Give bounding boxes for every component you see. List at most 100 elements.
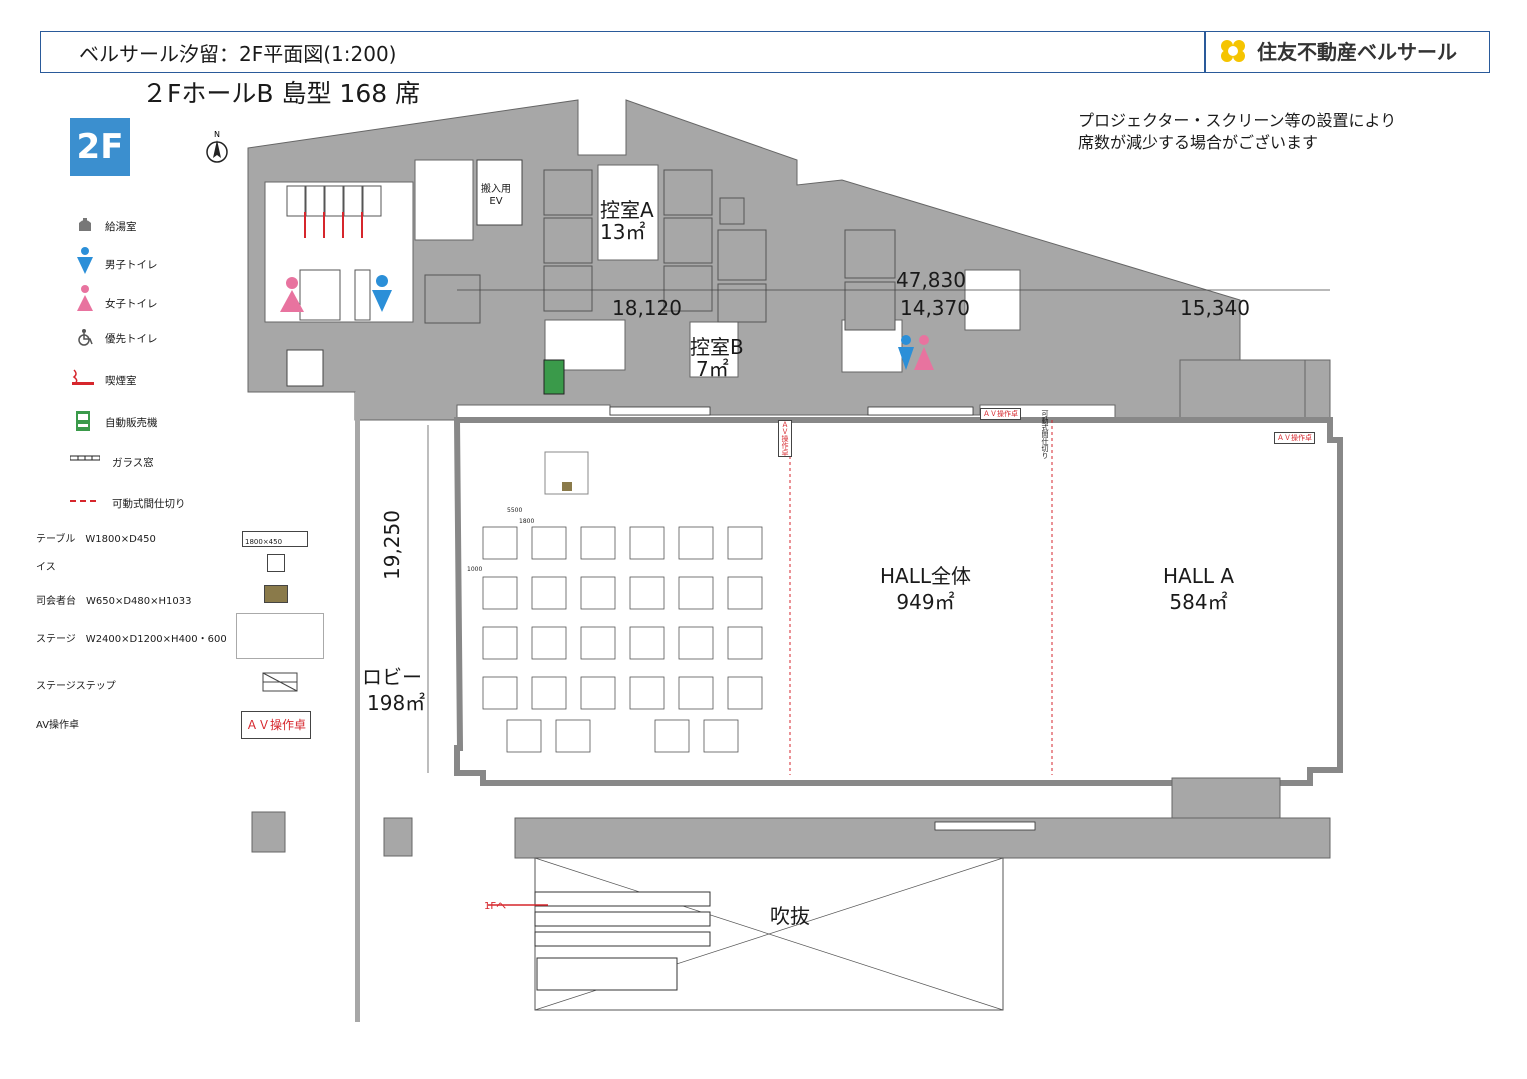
legend-glass-window: ガラス窓 (112, 457, 154, 469)
dim-row-spacing: 5500 (507, 507, 523, 514)
stair-block (414, 159, 474, 241)
notice-line-1: プロジェクター・スクリーン等の設置により (1078, 111, 1397, 130)
restroom-partitions (304, 212, 363, 238)
table-sample: 1800×450 (242, 531, 308, 547)
header-bar: ベルサール汐留：2F平面図(1:200) 住友不動産ベルサール (40, 31, 1490, 73)
av-desk-1: ＡＶ操作卓 (980, 408, 1021, 420)
legend-stage: ステージ W2400×D1200×H400・600 (36, 634, 227, 645)
waiting-a-label: 控室A 13㎡ (600, 199, 654, 243)
dim-hall-b: 18,120 (612, 296, 682, 320)
waiting-b-area: 7㎡ (696, 357, 729, 381)
legend-partition: 可動式間仕切り (112, 498, 186, 510)
south-east-block (1171, 777, 1281, 819)
mens-toilet-marker-2 (898, 335, 914, 370)
legend-mens-toilet: 男子トイレ (105, 259, 158, 271)
glass-windows (609, 406, 1036, 831)
hall-a-name: HALL A (1163, 564, 1235, 588)
brand-logo: 住友不動産ベルサール (1217, 36, 1457, 65)
waiting-b-name: 控室B (690, 335, 744, 359)
legend-smoking: 喫煙室 (105, 375, 137, 387)
kitchen-block (841, 319, 903, 373)
hall-all-name: HALL全体 (880, 564, 972, 588)
dim-hall-depth: 19,250 (380, 510, 404, 580)
legend-priority-toilet: 優先トイレ (105, 333, 158, 345)
compass-icon: N (206, 130, 228, 163)
page-title: ベルサール汐留：2F平面図(1:200) (79, 42, 397, 66)
flower-logo-icon (1221, 39, 1245, 62)
kitchen-icon (79, 218, 91, 231)
brand-name: 住友不動産ベルサール (1257, 40, 1457, 64)
freight-ev-label-1: 搬入用 (481, 184, 511, 195)
partition-note: 可動式間仕切り (1041, 410, 1049, 459)
atrium (534, 857, 1004, 1011)
waiting-b-label: 控室B 7㎡ (690, 336, 744, 380)
hall-all-label: HALL全体 949㎡ (880, 563, 971, 615)
header-divider (1204, 32, 1206, 72)
stage (544, 451, 589, 495)
layout-subtitle: ２FホールB 島型 168 席 (142, 79, 421, 108)
av-desk-sample-label: ＡＶ操作卓 (245, 718, 306, 732)
hall-a-area: 584㎡ (1169, 590, 1228, 614)
lobby-label: ロビー 198㎡ (362, 664, 425, 716)
notice-line-2: 席数が減少する場合がございます (1078, 133, 1319, 152)
vending-machine-icon (76, 411, 90, 431)
hall-a-label: HALL A 584㎡ (1163, 563, 1234, 615)
east-room (1179, 359, 1306, 419)
womens-toilet-marker-1 (280, 277, 304, 312)
toilet-stalls (286, 185, 382, 321)
dim-hall-mid: 14,370 (900, 296, 970, 320)
to-1f-label: 1Fへ (484, 901, 507, 912)
mens-toilet-icon (77, 247, 93, 274)
partition-icon (70, 500, 100, 502)
legend-av-desk: AV操作卓 (36, 720, 80, 731)
dim-table-width: 1800 (519, 518, 535, 525)
av-desk-3: ＡＶ操作卓 (778, 420, 792, 457)
stage-step-icon (262, 672, 298, 692)
legend-podium: 司会者台 W650×D480×H1033 (36, 596, 192, 607)
chair-sample (267, 554, 285, 572)
dim-hall-a: 15,340 (1180, 296, 1250, 320)
notice-text: プロジェクター・スクリーン等の設置により 席数が減少する場合がございます (1078, 110, 1396, 154)
freight-ev-label: 搬入用 EV (481, 184, 511, 208)
womens-toilet-icon (77, 285, 93, 311)
waiting-a-name: 控室A (600, 198, 654, 222)
compass-label: N (214, 130, 220, 139)
dim-aisle: 1000 (467, 566, 483, 573)
lobby-area: 198㎡ (367, 691, 426, 715)
glass-window-icon (70, 455, 100, 461)
lobby-outline (355, 392, 360, 1022)
podium (562, 482, 572, 491)
right-stair-block (964, 269, 1021, 331)
seating-tables (482, 526, 763, 753)
wheelchair-toilet-sign (286, 349, 324, 387)
lobby-name: ロビー (362, 665, 422, 689)
pillar-1 (383, 817, 413, 857)
legend-kitchen: 給湯室 (105, 221, 137, 233)
smoking-icon (72, 369, 94, 385)
smoking-room (544, 319, 626, 371)
atrium-label: 吹抜 (770, 904, 810, 928)
av-desk-2: ＡＶ操作卓 (1274, 432, 1315, 444)
hall-all-area: 949㎡ (896, 590, 955, 614)
legend-womens-toilet: 女子トイレ (105, 298, 158, 310)
av-desk-sample: ＡＶ操作卓 (241, 711, 311, 739)
womens-toilet-marker-2 (914, 335, 934, 370)
restroom-block (264, 181, 414, 323)
legend-table: テーブル W1800×D450 (36, 534, 156, 545)
freight-ev-label-2: EV (489, 196, 503, 207)
wheelchair-icon (78, 329, 93, 346)
floor-badge: 2F (70, 118, 130, 176)
podium-sample (264, 585, 288, 603)
stage-sample (236, 613, 324, 659)
escalators (534, 891, 711, 991)
dim-total: 47,830 (896, 268, 966, 292)
mens-toilet-marker-1 (372, 275, 392, 312)
table-size-label: 1800×450 (245, 538, 283, 546)
south-corridor (514, 817, 1331, 859)
waiting-a-area: 13㎡ (600, 220, 646, 244)
legend-chair: イス (36, 562, 56, 573)
pillar-2 (251, 811, 286, 853)
legend-stage-step: ステージステップ (36, 681, 116, 692)
legend-vending: 自動販売機 (105, 417, 158, 429)
vending-machine (543, 359, 565, 395)
